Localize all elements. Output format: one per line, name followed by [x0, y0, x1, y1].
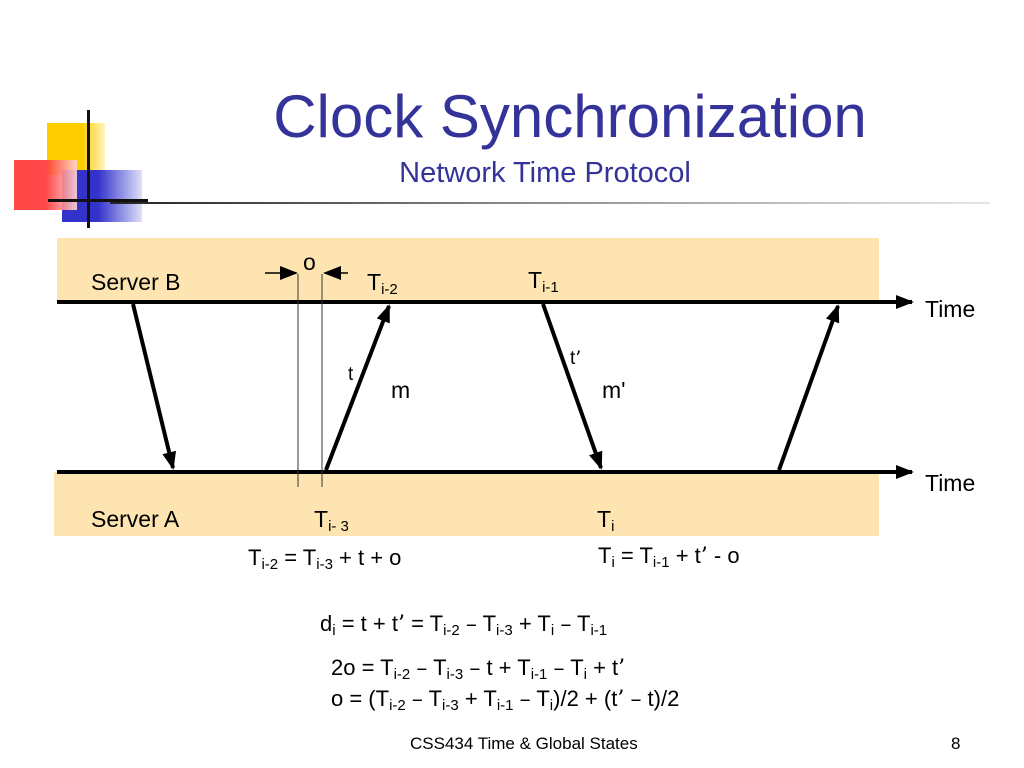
server-a-label: Server A [91, 506, 180, 532]
slide-subtitle: Network Time Protocol [399, 157, 691, 189]
timestamp-b-second: Ti-1 [528, 267, 559, 296]
equation-ti: Ti = Ti-1 + t’ - o [598, 543, 740, 571]
equation-delay: di = t + t’ = Ti-2 – Ti-3 + Ti – Ti-1 [320, 611, 608, 639]
server-a-band [54, 472, 879, 536]
message-m-prime [541, 303, 603, 470]
equation-ti-2: Ti-2 = Ti-3 + t + o [248, 545, 402, 573]
timestamp-a-second: Ti [597, 506, 615, 535]
equation-2o: 2o = Ti-2 – Ti-3 – t + Ti-1 – Ti + t’ [331, 655, 626, 683]
horizontal-line [48, 199, 148, 202]
slide-title: Clock Synchronization [273, 83, 867, 150]
time-label-top: Time [925, 296, 976, 322]
message-b-to-a-first [131, 303, 177, 470]
page-number: 8 [951, 734, 961, 753]
offset-label: o [303, 249, 316, 275]
message-m [324, 304, 391, 471]
time-label-bottom: Time [925, 470, 976, 496]
title-rule [110, 202, 990, 204]
message-a-to-b-last [777, 304, 840, 471]
server-b-band [57, 238, 879, 302]
t-prime-label: t’ [570, 347, 582, 369]
decorative-squares [0, 0, 150, 230]
server-b-label: Server B [91, 269, 181, 295]
timestamp-a-first: Ti- 3 [314, 506, 349, 535]
equation-offset: o = (Ti-2 – Ti-3 + Ti-1 – Ti)/2 + (t’ – … [331, 686, 680, 714]
footer-text: CSS434 Time & Global States [410, 734, 638, 753]
t-label: t [348, 364, 354, 385]
message-m-label: m [391, 377, 411, 403]
message-m-prime-label: m' [602, 377, 626, 403]
timestamp-b-first: Ti-2 [367, 269, 398, 298]
vertical-line [87, 110, 90, 228]
